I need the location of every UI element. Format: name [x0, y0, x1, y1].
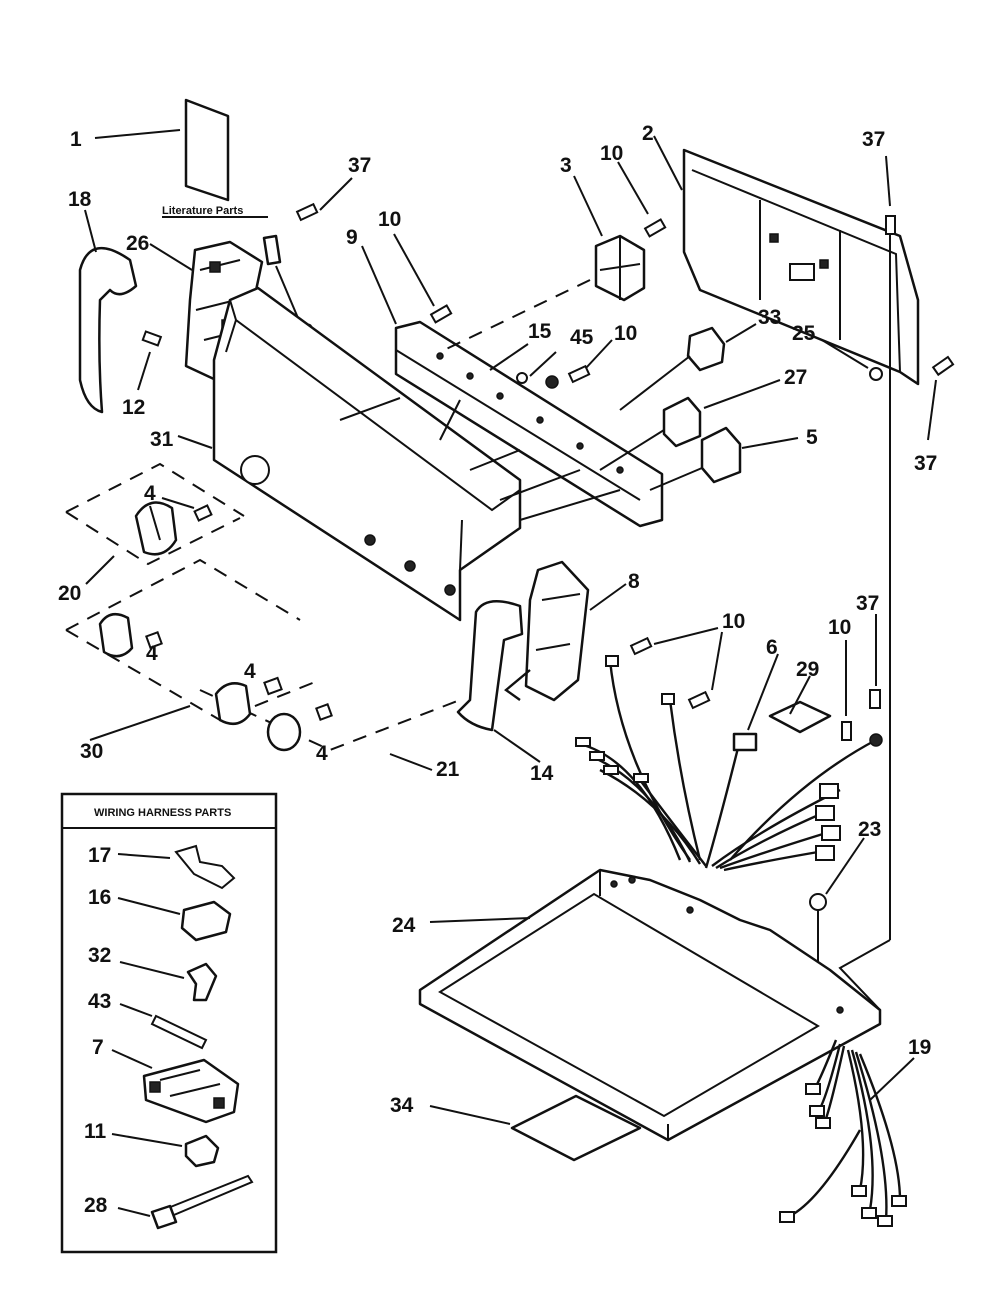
callout-33: 33 — [758, 306, 781, 329]
callout-37-top-left: 37 — [348, 154, 371, 177]
part-15-45-10-hardware — [489, 339, 613, 389]
callout-18: 18 — [68, 188, 92, 211]
part-21-knob — [89, 676, 433, 771]
wire-harness-main — [575, 655, 877, 872]
part-18-end-cap — [78, 209, 138, 414]
part-7-connector-block — [111, 1049, 240, 1124]
part-14-end-cap-right — [456, 599, 541, 763]
part-1-literature: Literature Parts — [94, 98, 268, 218]
callout-27: 27 — [784, 366, 807, 389]
part-29-terminal-block — [768, 675, 832, 734]
part-37-screw-lower — [869, 614, 883, 747]
callout-37-lower: 37 — [856, 592, 879, 615]
part-20-knob — [85, 501, 178, 585]
connection-lines — [339, 397, 621, 521]
callout-29: 29 — [796, 658, 819, 681]
part-24-top-panel — [418, 868, 891, 1142]
part-28-cable-tie — [117, 1174, 254, 1230]
callout-4-c: 4 — [244, 660, 256, 683]
callout-17: 17 — [88, 844, 111, 867]
callout-32: 32 — [88, 944, 111, 967]
callout-7: 7 — [92, 1036, 104, 1059]
wiring-harness-parts-box: WIRING HARNESS PARTS — [60, 792, 278, 1254]
callout-10-rail: 10 — [378, 208, 401, 231]
part-10-screw-rail — [393, 233, 453, 324]
callout-8: 8 — [628, 570, 640, 593]
literature-parts-label: Literature Parts — [162, 205, 243, 217]
dashed-outline-20 — [65, 462, 245, 566]
part-6-connector — [732, 653, 779, 752]
part-34-strip — [429, 1094, 642, 1162]
part-37-screw-top-right — [885, 155, 896, 940]
callout-21: 21 — [436, 758, 460, 781]
callout-10-middle: 10 — [614, 322, 637, 345]
callout-12: 12 — [122, 396, 145, 419]
part-37-screw-top-left — [295, 177, 353, 222]
wiring-box-title: WIRING HARNESS PARTS — [94, 807, 231, 819]
part-33-switch — [619, 323, 757, 411]
part-25-screw — [821, 339, 883, 381]
callout-16: 16 — [88, 886, 111, 909]
part-17-terminal — [117, 844, 236, 890]
part-2-rear-panel — [653, 135, 920, 386]
part-31-console — [177, 286, 522, 622]
part-11-connector — [111, 1133, 220, 1168]
callout-23: 23 — [858, 818, 881, 841]
part-8-right-bracket — [504, 560, 627, 702]
callout-34: 34 — [390, 1094, 414, 1117]
callout-10-right: 10 — [828, 616, 851, 639]
callout-20: 20 — [58, 582, 81, 605]
part-37-screw-right — [927, 355, 955, 441]
callout-37-top-right: 37 — [862, 128, 885, 151]
callout-25: 25 — [792, 322, 816, 345]
callout-10-timer: 10 — [600, 142, 623, 165]
callout-3: 3 — [560, 154, 572, 177]
part-43-sleeve — [119, 1003, 208, 1050]
part-10-screw-right — [841, 640, 852, 741]
callout-4-d: 4 — [316, 742, 328, 765]
part-12-screw — [137, 330, 163, 391]
callout-9: 9 — [346, 226, 358, 249]
part-30-knob — [98, 612, 163, 658]
callout-28: 28 — [84, 1194, 108, 1217]
part-10-screw-timer — [617, 161, 667, 238]
callout-31: 31 — [150, 428, 174, 451]
callout-43: 43 — [88, 990, 111, 1013]
part-9-control-bracket — [361, 245, 664, 528]
part-10-screws-harness — [629, 627, 723, 710]
part-3-timer — [439, 175, 646, 353]
part-5-switch — [649, 426, 799, 491]
callout-4-b: 4 — [146, 642, 158, 665]
callout-1: 1 — [70, 128, 82, 151]
part-27-switch — [599, 379, 781, 471]
callout-2: 2 — [642, 122, 654, 145]
callout-5: 5 — [806, 426, 818, 449]
part-16-connector — [117, 897, 232, 942]
callout-15: 15 — [528, 320, 552, 343]
part-4-spring-a — [161, 497, 213, 522]
part-32-clip — [119, 961, 218, 1002]
callout-6: 6 — [766, 636, 778, 659]
callout-19: 19 — [908, 1036, 931, 1059]
callout-11: 11 — [84, 1120, 107, 1143]
part-22-clip — [262, 234, 299, 319]
callout-26: 26 — [126, 232, 149, 255]
callout-14: 14 — [530, 762, 554, 785]
callout-30: 30 — [80, 740, 103, 763]
callout-37-right: 37 — [914, 452, 937, 475]
callout-45: 45 — [570, 326, 594, 349]
callout-4-a: 4 — [144, 482, 156, 505]
callout-10-harness: 10 — [722, 610, 745, 633]
callout-24: 24 — [392, 914, 416, 937]
part-19-lower-harness — [779, 1039, 915, 1227]
